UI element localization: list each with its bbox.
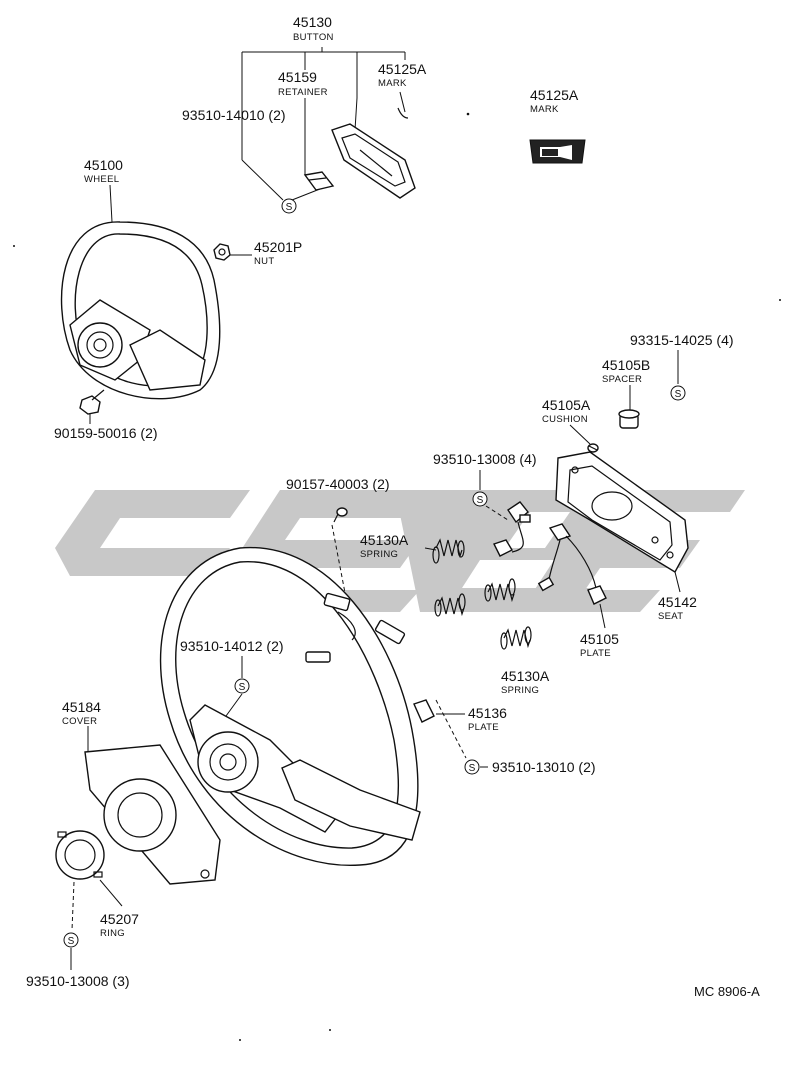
bolt-part (79, 389, 105, 415)
dot (13, 245, 15, 247)
dot (779, 299, 781, 301)
screw-marker-icon: S (464, 759, 480, 775)
callout-45105-name: PLATE (580, 648, 611, 659)
callout-45159-name: RETAINER (278, 87, 328, 98)
callout-45130a-name: SPRING (360, 549, 398, 560)
spring-part (484, 578, 516, 603)
callout-45201p-number: 45201P (254, 239, 302, 255)
svg-text:S: S (239, 682, 246, 693)
steering-wheel-upper-part (60, 221, 221, 400)
callout-93510-13008-lower-number: 93510-13008 (3) (26, 973, 130, 989)
leader (331, 524, 347, 599)
plate-45136-part (413, 699, 435, 723)
callout-45184-name: COVER (62, 716, 97, 727)
leader (435, 699, 467, 759)
callout-45136-name: PLATE (468, 722, 499, 733)
callout-93510-13008-number: 93510-13008 (4) (433, 451, 537, 467)
screw-marker-icon: S (234, 678, 250, 694)
horn-mark-badge (529, 139, 586, 164)
dot (466, 112, 470, 116)
callout-45159-number: 45159 (278, 69, 317, 85)
horn-button-part (331, 123, 416, 199)
callout-45105a-name: CUSHION (542, 414, 588, 425)
dot (239, 1039, 241, 1041)
callout-93510-14012-number: 93510-14012 (2) (180, 638, 284, 654)
callout-45184-number: 45184 (62, 699, 101, 715)
callout-45105-number: 45105 (580, 631, 619, 647)
cover-part (84, 744, 221, 885)
callout-93315-14025-number: 93315-14025 (4) (630, 332, 734, 348)
svg-text:S: S (675, 389, 682, 400)
spring-part (432, 538, 465, 564)
leader (109, 184, 113, 223)
callout-45125a-number: 45125A (378, 61, 427, 77)
spacer-part (618, 409, 640, 429)
callout-45201p-name: NUT (254, 256, 274, 267)
diagram-code: MC 8906-A (694, 984, 760, 999)
callout-45125a-mark-name: MARK (530, 104, 559, 115)
svg-text:S: S (68, 936, 75, 947)
leader (71, 881, 75, 931)
small-screw-part (333, 507, 348, 523)
callout-45105a-number: 45105A (542, 397, 591, 413)
button-assembly-leaders (241, 47, 406, 201)
screw-marker-icon: S (63, 932, 79, 948)
callout-45125a-mark-number: 45125A (530, 87, 579, 103)
nut-part (213, 243, 231, 261)
svg-text:S: S (286, 202, 293, 213)
callout-45100-name: WHEEL (84, 174, 119, 185)
leader (225, 693, 243, 717)
callout-45207-number: 45207 (100, 911, 139, 927)
callout-45142-name: SEAT (658, 611, 683, 622)
steering-wheel-lower-part (159, 546, 421, 867)
callout-45207-name: RING (100, 928, 125, 939)
leader (599, 603, 606, 629)
spring-part (434, 593, 466, 617)
callout-93510-14010-number: 93510-14010 (2) (182, 107, 286, 123)
leader (99, 879, 123, 907)
screw-marker-icon: S (472, 491, 488, 507)
mark-clip-part (397, 107, 409, 119)
leader (485, 505, 509, 521)
dot (329, 1029, 331, 1031)
callout-45125a-name: MARK (378, 78, 407, 89)
callout-45105b-number: 45105B (602, 357, 650, 373)
svg-text:S: S (477, 495, 484, 506)
callout-45130a-lower-name: SPRING (501, 685, 539, 696)
ring-part (55, 830, 105, 880)
callout-90159-50016-number: 90159-50016 (2) (54, 425, 158, 441)
callout-45130a-lower-number: 45130A (501, 668, 550, 684)
callout-90157-40003-number: 90157-40003 (2) (286, 476, 390, 492)
spring-part (500, 626, 532, 650)
leader (569, 424, 591, 445)
callout-45142-number: 45142 (658, 594, 697, 610)
contact-plate-wires (493, 501, 607, 605)
callout-45100-number: 45100 (84, 157, 123, 173)
callout-45130-name: BUTTON (293, 32, 334, 43)
screw-marker-icon: S (670, 385, 686, 401)
svg-text:S: S (469, 763, 476, 774)
seat-part (555, 451, 689, 573)
callout-45130a-number: 45130A (360, 532, 409, 548)
leader (674, 571, 681, 593)
callout-45105b-name: SPACER (602, 374, 642, 385)
callout-45130-number: 45130 (293, 14, 332, 30)
callout-45136-number: 45136 (468, 705, 507, 721)
callout-93510-13010-number: 93510-13010 (2) (492, 759, 596, 775)
screw-marker-icon: S (281, 198, 297, 214)
retainer-part (303, 171, 335, 191)
cushion-part (587, 443, 599, 453)
